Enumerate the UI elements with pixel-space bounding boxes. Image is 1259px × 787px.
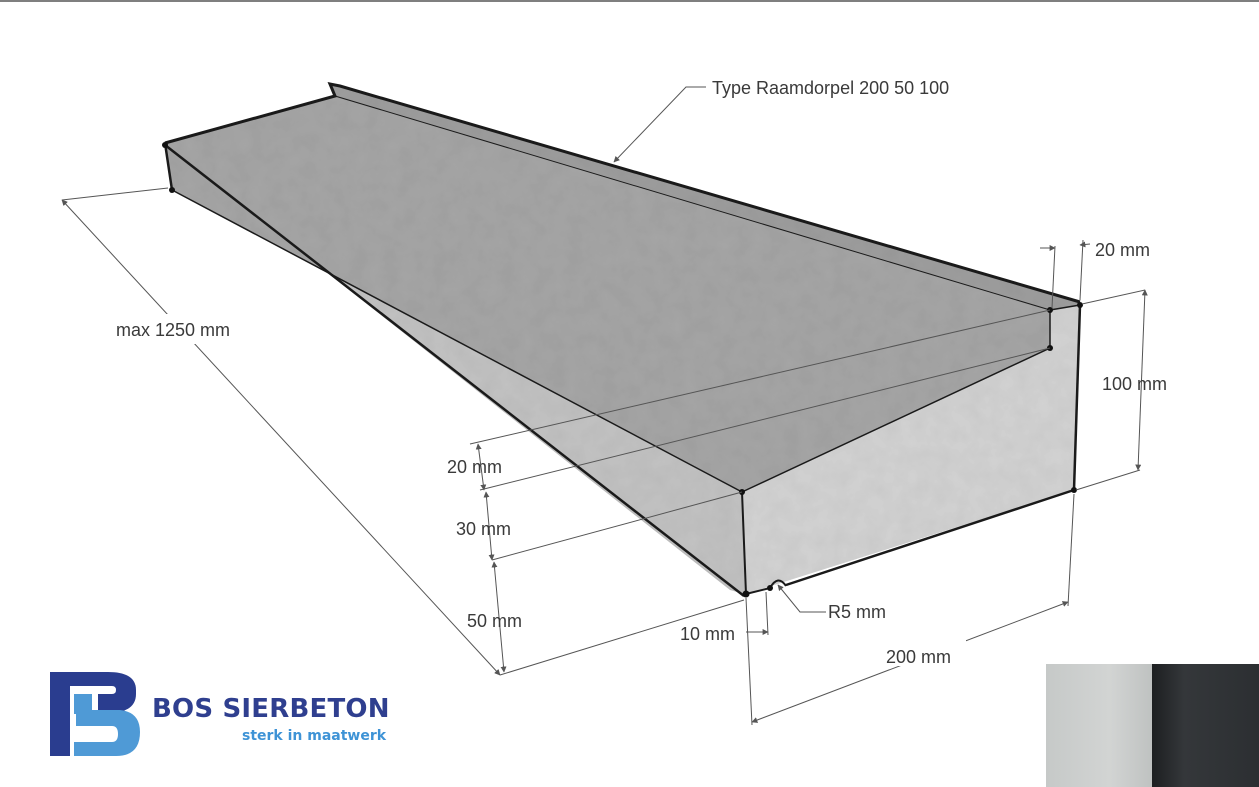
- sill-top-surface: [165, 96, 1050, 492]
- brand-logo: [46, 668, 406, 760]
- slope-drop-label: 30 mm: [456, 519, 511, 539]
- top-divider: [0, 0, 1259, 2]
- upstand-width-label: 20 mm: [1095, 240, 1150, 260]
- color-samples: [1046, 664, 1259, 787]
- sill-upstand: [330, 84, 1080, 310]
- drip-radius-label: R5 mm: [828, 602, 886, 622]
- total-height-label: 100 mm: [1102, 374, 1167, 394]
- dimension-lines: [61, 86, 1148, 726]
- depth-dimension-label: 200 mm: [886, 647, 951, 667]
- swatch-anthracite: [1152, 664, 1259, 787]
- front-height-label: 50 mm: [467, 611, 522, 631]
- length-label-bg: [104, 314, 250, 344]
- brand-name: BOS SIERBETON: [152, 694, 390, 724]
- drip-offset-label: 10 mm: [680, 624, 735, 644]
- upstand-height-label: 20 mm: [447, 457, 502, 477]
- product-type-label: Type Raamdorpel 200 50 100: [712, 78, 949, 98]
- depth-label-bg: [880, 640, 966, 666]
- sill-end-face: [742, 305, 1080, 594]
- length-dimension-label: max 1250 mm: [116, 320, 230, 340]
- sill-body: [165, 84, 1080, 594]
- bos-logo-icon: [50, 672, 140, 756]
- brand-tagline: sterk in maatwerk: [242, 728, 387, 744]
- swatch-light-grey: [1046, 664, 1152, 787]
